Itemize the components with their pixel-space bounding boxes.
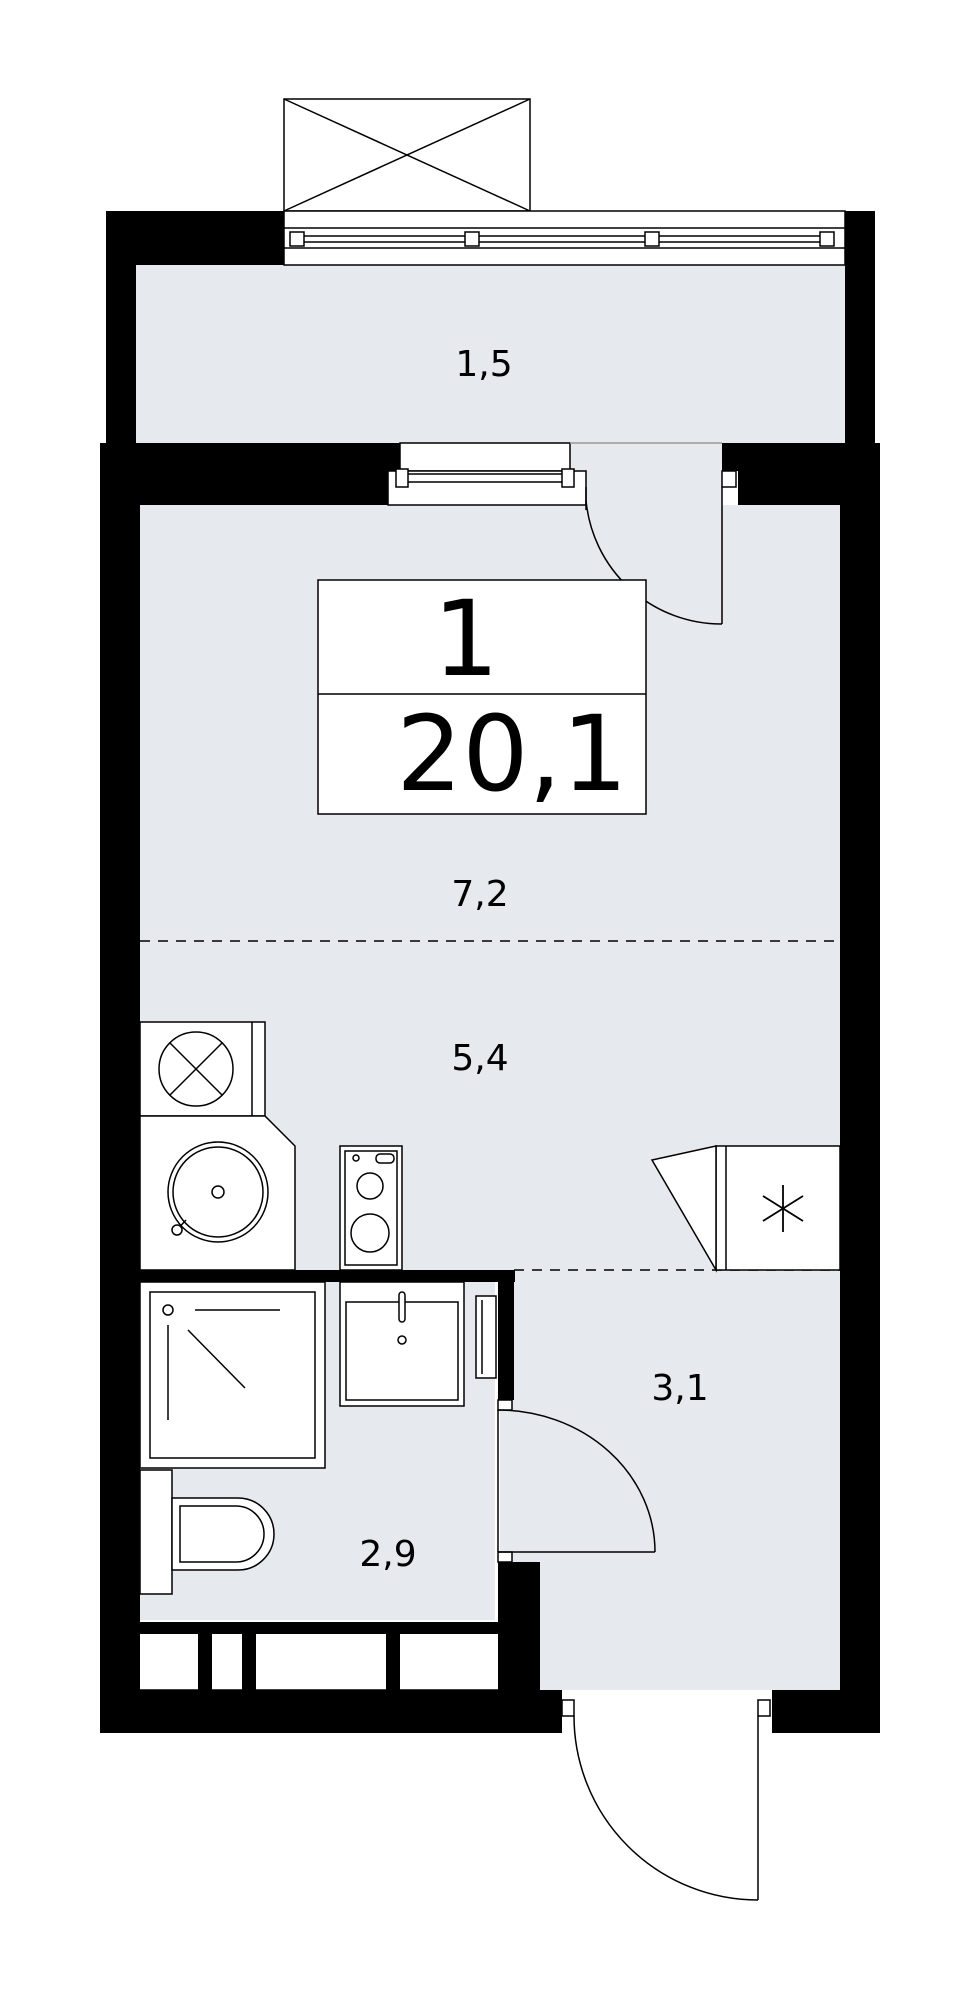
wall-left — [100, 443, 140, 1733]
bottom-window-post-1 — [198, 1634, 212, 1690]
entrance-door — [561, 1699, 771, 1901]
living-area: 7,2 — [451, 874, 508, 915]
stove-icon — [339, 1145, 403, 1271]
balcony-wall-right — [845, 211, 875, 443]
wall-top-right — [722, 443, 880, 471]
wall-top-right-lower — [738, 471, 880, 505]
balcony-area: 1,5 — [455, 344, 512, 385]
balcony-window — [283, 98, 846, 266]
wall-top-left — [100, 443, 388, 505]
balcony-door — [570, 442, 737, 625]
balcony-floor — [136, 265, 845, 443]
bathroom-wall-right-top — [498, 1270, 514, 1400]
bottom-window-post-3 — [386, 1634, 400, 1690]
bathroom-door — [497, 1399, 656, 1563]
balcony-door-floor — [570, 443, 722, 505]
wall-top-center — [388, 443, 400, 471]
hallway-area: 3,1 — [651, 1368, 708, 1409]
bathroom-wall-right-bottom — [498, 1562, 540, 1690]
bathroom-area: 2,9 — [359, 1534, 416, 1575]
apartment-label: 1 20,1 — [317, 578, 647, 815]
ventilation-icon — [139, 1021, 266, 1117]
shower-icon — [139, 1281, 326, 1469]
washing-machine-icon — [139, 1115, 296, 1271]
living-window — [387, 442, 587, 506]
toilet-icon — [139, 1469, 275, 1595]
bathroom-wall-bottom — [140, 1622, 498, 1634]
air-conditioner-icon — [650, 1145, 841, 1273]
walls — [100, 211, 880, 1733]
hallway-floor — [500, 1270, 840, 1690]
bottom-window-post-2 — [242, 1634, 256, 1690]
sink-icon — [339, 1281, 497, 1407]
bathroom-wall-top — [140, 1270, 515, 1282]
total-area: 20,1 — [396, 693, 628, 815]
wall-right — [840, 443, 880, 1733]
rooms-count: 1 — [433, 578, 499, 700]
kitchen-area: 5,4 — [451, 1038, 508, 1079]
balcony-wall-left — [106, 211, 136, 443]
wall-bottom-left — [100, 1690, 562, 1733]
wall-bottom-right — [772, 1690, 880, 1733]
